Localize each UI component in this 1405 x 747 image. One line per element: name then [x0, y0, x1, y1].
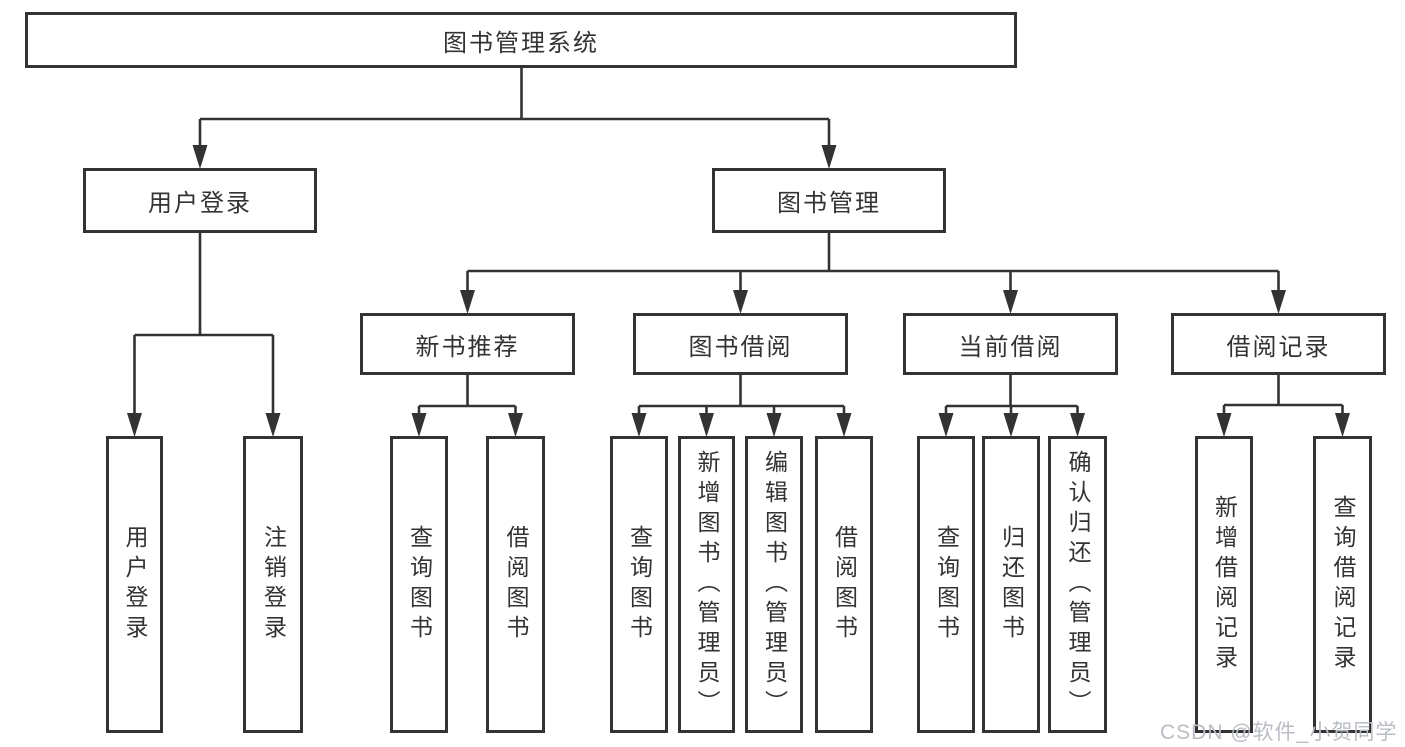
leaf-query-books-borrowing: 查询图书 — [610, 436, 668, 733]
arrowhead-down — [192, 145, 208, 169]
leaf-edit-book-admin: 编辑图书（管理员） — [745, 436, 803, 733]
node-book-borrowing: 图书借阅 — [633, 313, 848, 375]
leaf-logout: 注销登录 — [243, 436, 303, 733]
arrowhead-down — [733, 290, 748, 314]
arrowhead-down — [1003, 413, 1019, 437]
arrowhead-down — [265, 413, 281, 437]
arrowhead-down — [1335, 413, 1350, 437]
leaf-query-books-recommend: 查询图书 — [390, 436, 448, 733]
leaf-query-borrow-record: 查询借阅记录 — [1313, 436, 1372, 733]
arrowhead-down — [460, 290, 475, 314]
arrowhead-down — [938, 413, 954, 437]
csdn-watermark: CSDN @软件_小贺同学 — [1160, 721, 1398, 744]
leaf-user-login: 用户登录 — [106, 436, 163, 733]
node-book-management: 图书管理 — [712, 168, 946, 233]
node-current-borrowing: 当前借阅 — [903, 313, 1118, 375]
node-new-book-recommend: 新书推荐 — [360, 313, 575, 375]
leaf-borrow-books-borrowing: 借阅图书 — [815, 436, 873, 733]
leaf-confirm-return-admin: 确认归还（管理员） — [1048, 436, 1107, 733]
arrowhead-down — [1216, 413, 1232, 437]
arrowhead-down — [508, 413, 523, 437]
arrowhead-down — [699, 413, 714, 437]
node-root-library-system: 图书管理系统 — [25, 12, 1017, 68]
leaf-return-book: 归还图书 — [982, 436, 1040, 733]
leaf-add-book-admin: 新增图书（管理员） — [678, 436, 735, 733]
arrowhead-down — [1003, 290, 1018, 314]
leaf-borrow-books-recommend: 借阅图书 — [486, 436, 545, 733]
arrowhead-down — [1070, 413, 1085, 437]
arrowhead-down — [127, 413, 142, 437]
arrowhead-down — [766, 413, 782, 437]
leaf-query-books-current: 查询图书 — [917, 436, 975, 733]
arrowhead-down — [821, 145, 837, 169]
arrowhead-down — [411, 413, 427, 437]
leaf-add-borrow-record: 新增借阅记录 — [1195, 436, 1253, 733]
arrowhead-down — [836, 413, 852, 437]
node-borrowing-records: 借阅记录 — [1171, 313, 1386, 375]
node-user-login: 用户登录 — [83, 168, 317, 233]
arrowhead-down — [631, 413, 647, 437]
arrowhead-down — [1271, 290, 1286, 314]
